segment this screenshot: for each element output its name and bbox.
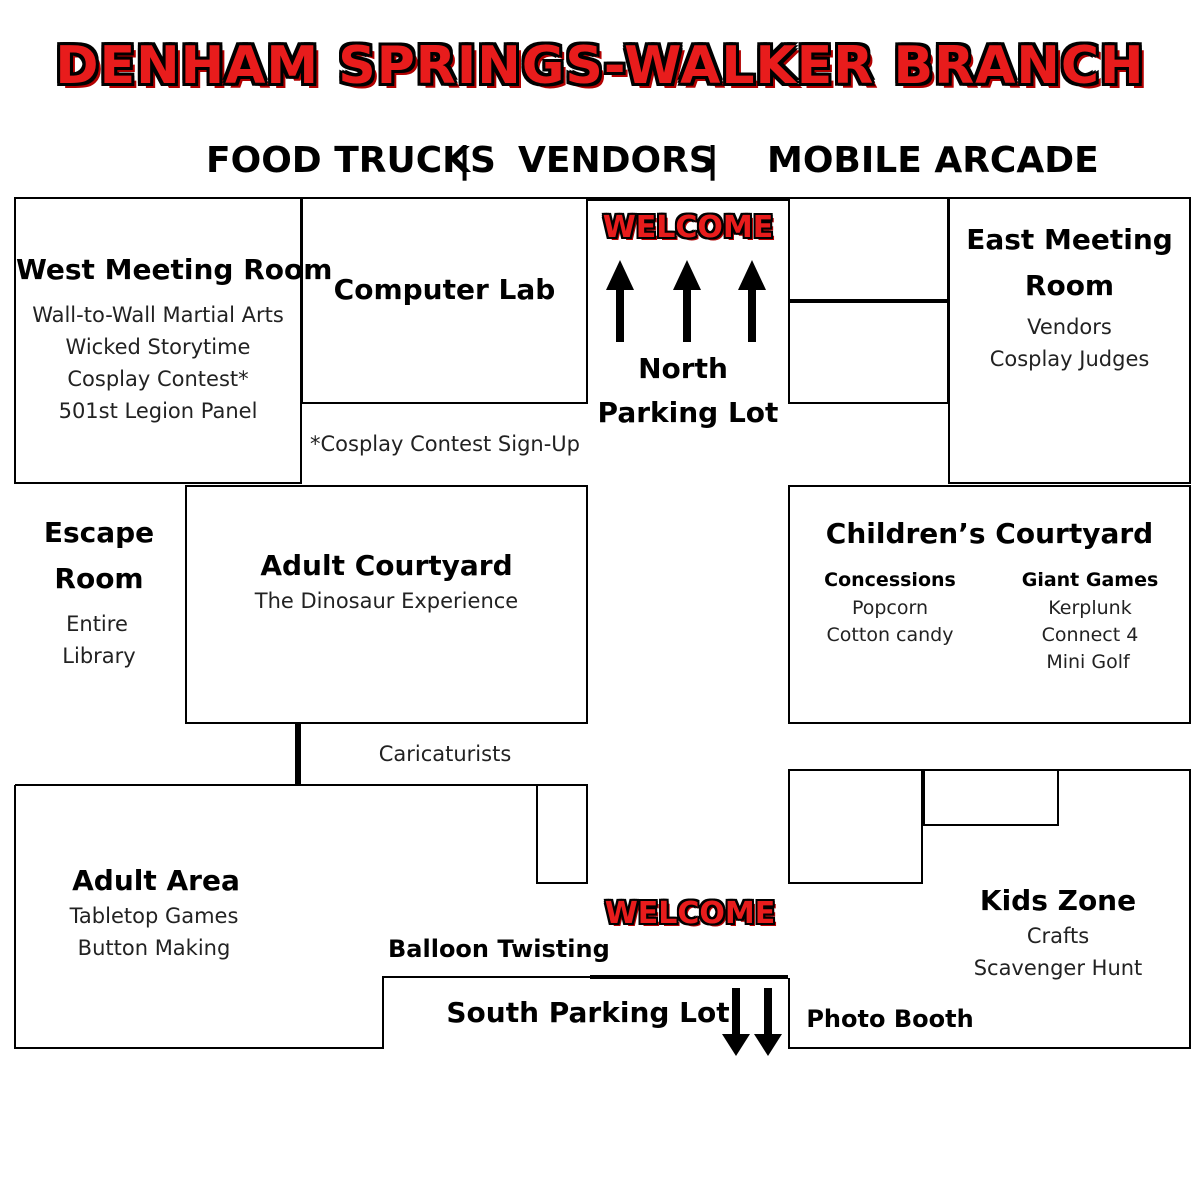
- east-meeting-room-name-line2: Room: [1024, 269, 1115, 302]
- computer-lab-name: Computer Lab: [333, 273, 556, 306]
- east-room-item: Vendors: [1027, 315, 1112, 339]
- computer-lab: Computer Lab: [301, 197, 588, 404]
- north-welcome-label: WELCOME: [602, 210, 774, 245]
- down-arrow-icon: [722, 988, 750, 1056]
- south-entrance-wall: [590, 975, 788, 979]
- kids-zone-name: Kids Zone: [979, 884, 1137, 917]
- south-arrows: [722, 988, 782, 1056]
- north-entrance-wall: [588, 197, 788, 201]
- balloon-twisting-label: Balloon Twisting: [388, 935, 610, 963]
- photo-booth-label: Photo Booth: [806, 1005, 974, 1033]
- childrens-courtyard: Children’s Courtyard Concessions Popcorn…: [788, 485, 1191, 724]
- separator: |: [706, 140, 720, 181]
- map-title: DENHAM SPRINGS-WALKER BRANCH: [55, 36, 1145, 96]
- adult-courtyard-name: Adult Courtyard: [260, 549, 513, 582]
- up-arrow-icon: [673, 260, 701, 342]
- east-meeting-room-name-line1: East Meeting: [966, 223, 1173, 256]
- giant-games-item: Kerplunk: [1048, 597, 1132, 619]
- west-meeting-room: West Meeting Room Wall-to-Wall Martial A…: [14, 197, 333, 484]
- west-room-item: Cosplay Contest*: [67, 367, 249, 391]
- west-meeting-room-name: West Meeting Room: [16, 253, 333, 286]
- mobile-arcade-label: MOBILE ARCADE: [767, 140, 1099, 181]
- adult-courtyard: Adult Courtyard The Dinosaur Experience: [185, 485, 588, 724]
- north-parking-label-line2: Parking Lot: [597, 396, 779, 429]
- cosplay-signup-label: *Cosplay Contest Sign-Up: [310, 432, 580, 456]
- adult-area-item: Tabletop Games: [69, 904, 239, 928]
- giant-games-heading: Giant Games: [1021, 569, 1159, 591]
- north-arrows: [606, 260, 766, 342]
- concessions-item: Popcorn: [851, 597, 929, 619]
- food-trucks-label: FOOD TRUCKS: [206, 140, 496, 181]
- caricaturists-label: Caricaturists: [378, 742, 512, 766]
- west-room-item: Wall-to-Wall Martial Arts: [32, 303, 284, 327]
- kids-zone-item: Crafts: [1026, 924, 1090, 948]
- adult-area-item: Button Making: [77, 936, 231, 960]
- south-parking-label: South Parking Lot: [446, 996, 730, 1029]
- escape-room-name-line2: Room: [54, 562, 144, 595]
- east-meeting-room: East Meeting Room Vendors Cosplay Judges: [948, 197, 1191, 484]
- escape-room-name-line1: Escape: [43, 516, 155, 549]
- up-arrow-icon: [606, 260, 634, 342]
- escape-room-item: Library: [62, 644, 136, 668]
- vendors-label: VENDORS: [518, 140, 715, 181]
- childrens-courtyard-name: Children’s Courtyard: [825, 517, 1154, 550]
- escape-room-item: Entire: [66, 612, 128, 636]
- concessions-item: Cotton candy: [826, 624, 954, 646]
- concessions-heading: Concessions: [824, 569, 956, 591]
- down-arrow-icon: [754, 988, 782, 1056]
- north-parking-label-line1: North: [638, 352, 728, 385]
- separator: |: [458, 140, 472, 181]
- giant-games-item: Mini Golf: [1046, 651, 1130, 673]
- kids-zone-item: Scavenger Hunt: [973, 956, 1143, 980]
- west-room-item: 501st Legion Panel: [58, 399, 258, 423]
- adult-area-name: Adult Area: [72, 864, 240, 897]
- south-welcome-label: WELCOME: [604, 896, 776, 931]
- west-room-item: Wicked Storytime: [65, 335, 251, 359]
- dividing-wall: [295, 724, 301, 784]
- adult-courtyard-item: The Dinosaur Experience: [254, 589, 519, 613]
- giant-games-item: Connect 4: [1041, 624, 1139, 646]
- east-room-item: Cosplay Judges: [989, 347, 1150, 371]
- up-arrow-icon: [738, 260, 766, 342]
